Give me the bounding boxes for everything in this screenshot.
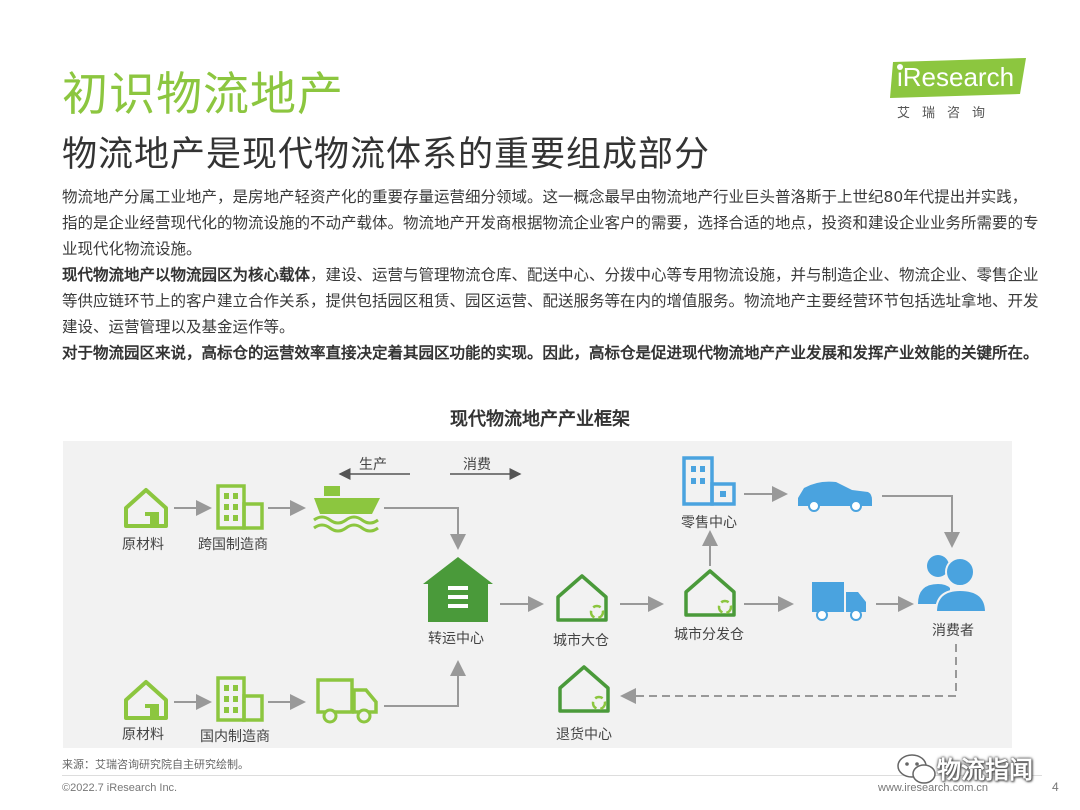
- node-consumer: 消费者: [932, 623, 974, 639]
- footer-divider: [62, 775, 1042, 776]
- copyright: ©2022.7 iResearch Inc.: [62, 782, 178, 794]
- node-raw-material-2: 原材料: [122, 727, 164, 743]
- node-transit-center: 转运中心: [428, 631, 484, 647]
- city-warehouse-icon: [556, 574, 608, 622]
- transit-center-icon: [423, 557, 493, 622]
- source-note: 来源：艾瑞咨询研究院自主研究绘制。: [62, 758, 249, 771]
- website-url: www.iresearch.com.cn: [878, 782, 989, 794]
- retail-center-icon: [682, 456, 736, 506]
- factory-icon: [216, 676, 264, 722]
- paragraph-3: 对于物流园区来说，高标仓的运营效率直接决定着其园区功能的实现。因此，高标仓是促进…: [62, 340, 1042, 366]
- node-returns-center: 退货中心: [556, 727, 612, 743]
- node-intl-manufacturer: 跨国制造商: [198, 537, 268, 553]
- page-number: 4: [1052, 780, 1059, 794]
- car-icon: [798, 481, 872, 512]
- city-distribution-icon: [684, 569, 736, 617]
- paragraph-2: 现代物流地产以物流园区为核心载体，建设、运营与管理物流仓库、配送中心、分拨中心等…: [62, 262, 1042, 340]
- paragraph-3-bold: 对于物流园区来说，高标仓的运营效率直接决定着其园区功能的实现。因此，高标仓是促进…: [62, 344, 1039, 362]
- node-city-warehouse: 城市大仓: [553, 633, 609, 649]
- intro-text: 物流地产分属工业地产，是房地产轻资产化的重要存量运营细分领域。这一概念最早由物流…: [62, 184, 1042, 366]
- logo-brand-text: iResearch: [897, 62, 1015, 92]
- consumption-label: 消费: [463, 457, 491, 473]
- consumer-icon: [918, 555, 988, 613]
- production-label: 生产: [359, 457, 387, 473]
- paragraph-2-bold: 现代物流地产以物流园区为核心载体: [62, 266, 311, 284]
- raw-material-icon: [124, 680, 168, 720]
- node-raw-material: 原材料: [122, 537, 164, 553]
- ship-icon: [313, 486, 380, 533]
- diagram-title: 现代物流地产产业框架: [450, 409, 630, 430]
- truck-icon: [316, 678, 378, 724]
- iresearch-logo: [890, 58, 1026, 98]
- page-subtitle: 物流地产是现代物流体系的重要组成部分: [62, 135, 711, 175]
- factory-icon: [216, 484, 264, 530]
- node-city-distribution: 城市分发仓: [674, 627, 744, 643]
- paragraph-1: 物流地产分属工业地产，是房地产轻资产化的重要存量运营细分领域。这一概念最早由物流…: [62, 188, 1039, 258]
- truck-icon: [812, 582, 866, 621]
- wechat-watermark-icon: [897, 754, 936, 784]
- page-title: 初识物流地产: [62, 67, 344, 121]
- paragraph-2-rest: ，建设、运营与管理物流仓库、配送中心、分拨中心等专用物流设施，并与制造企业、物流…: [62, 266, 1039, 336]
- logo-sub-text: 艾瑞咨询: [897, 106, 998, 121]
- node-retail-center: 零售中心: [681, 515, 737, 531]
- watermark-text: 物流指闻: [937, 756, 1033, 784]
- node-domestic-manufacturer: 国内制造商: [200, 729, 270, 745]
- raw-material-icon: [124, 488, 168, 528]
- returns-center-icon: [558, 665, 610, 713]
